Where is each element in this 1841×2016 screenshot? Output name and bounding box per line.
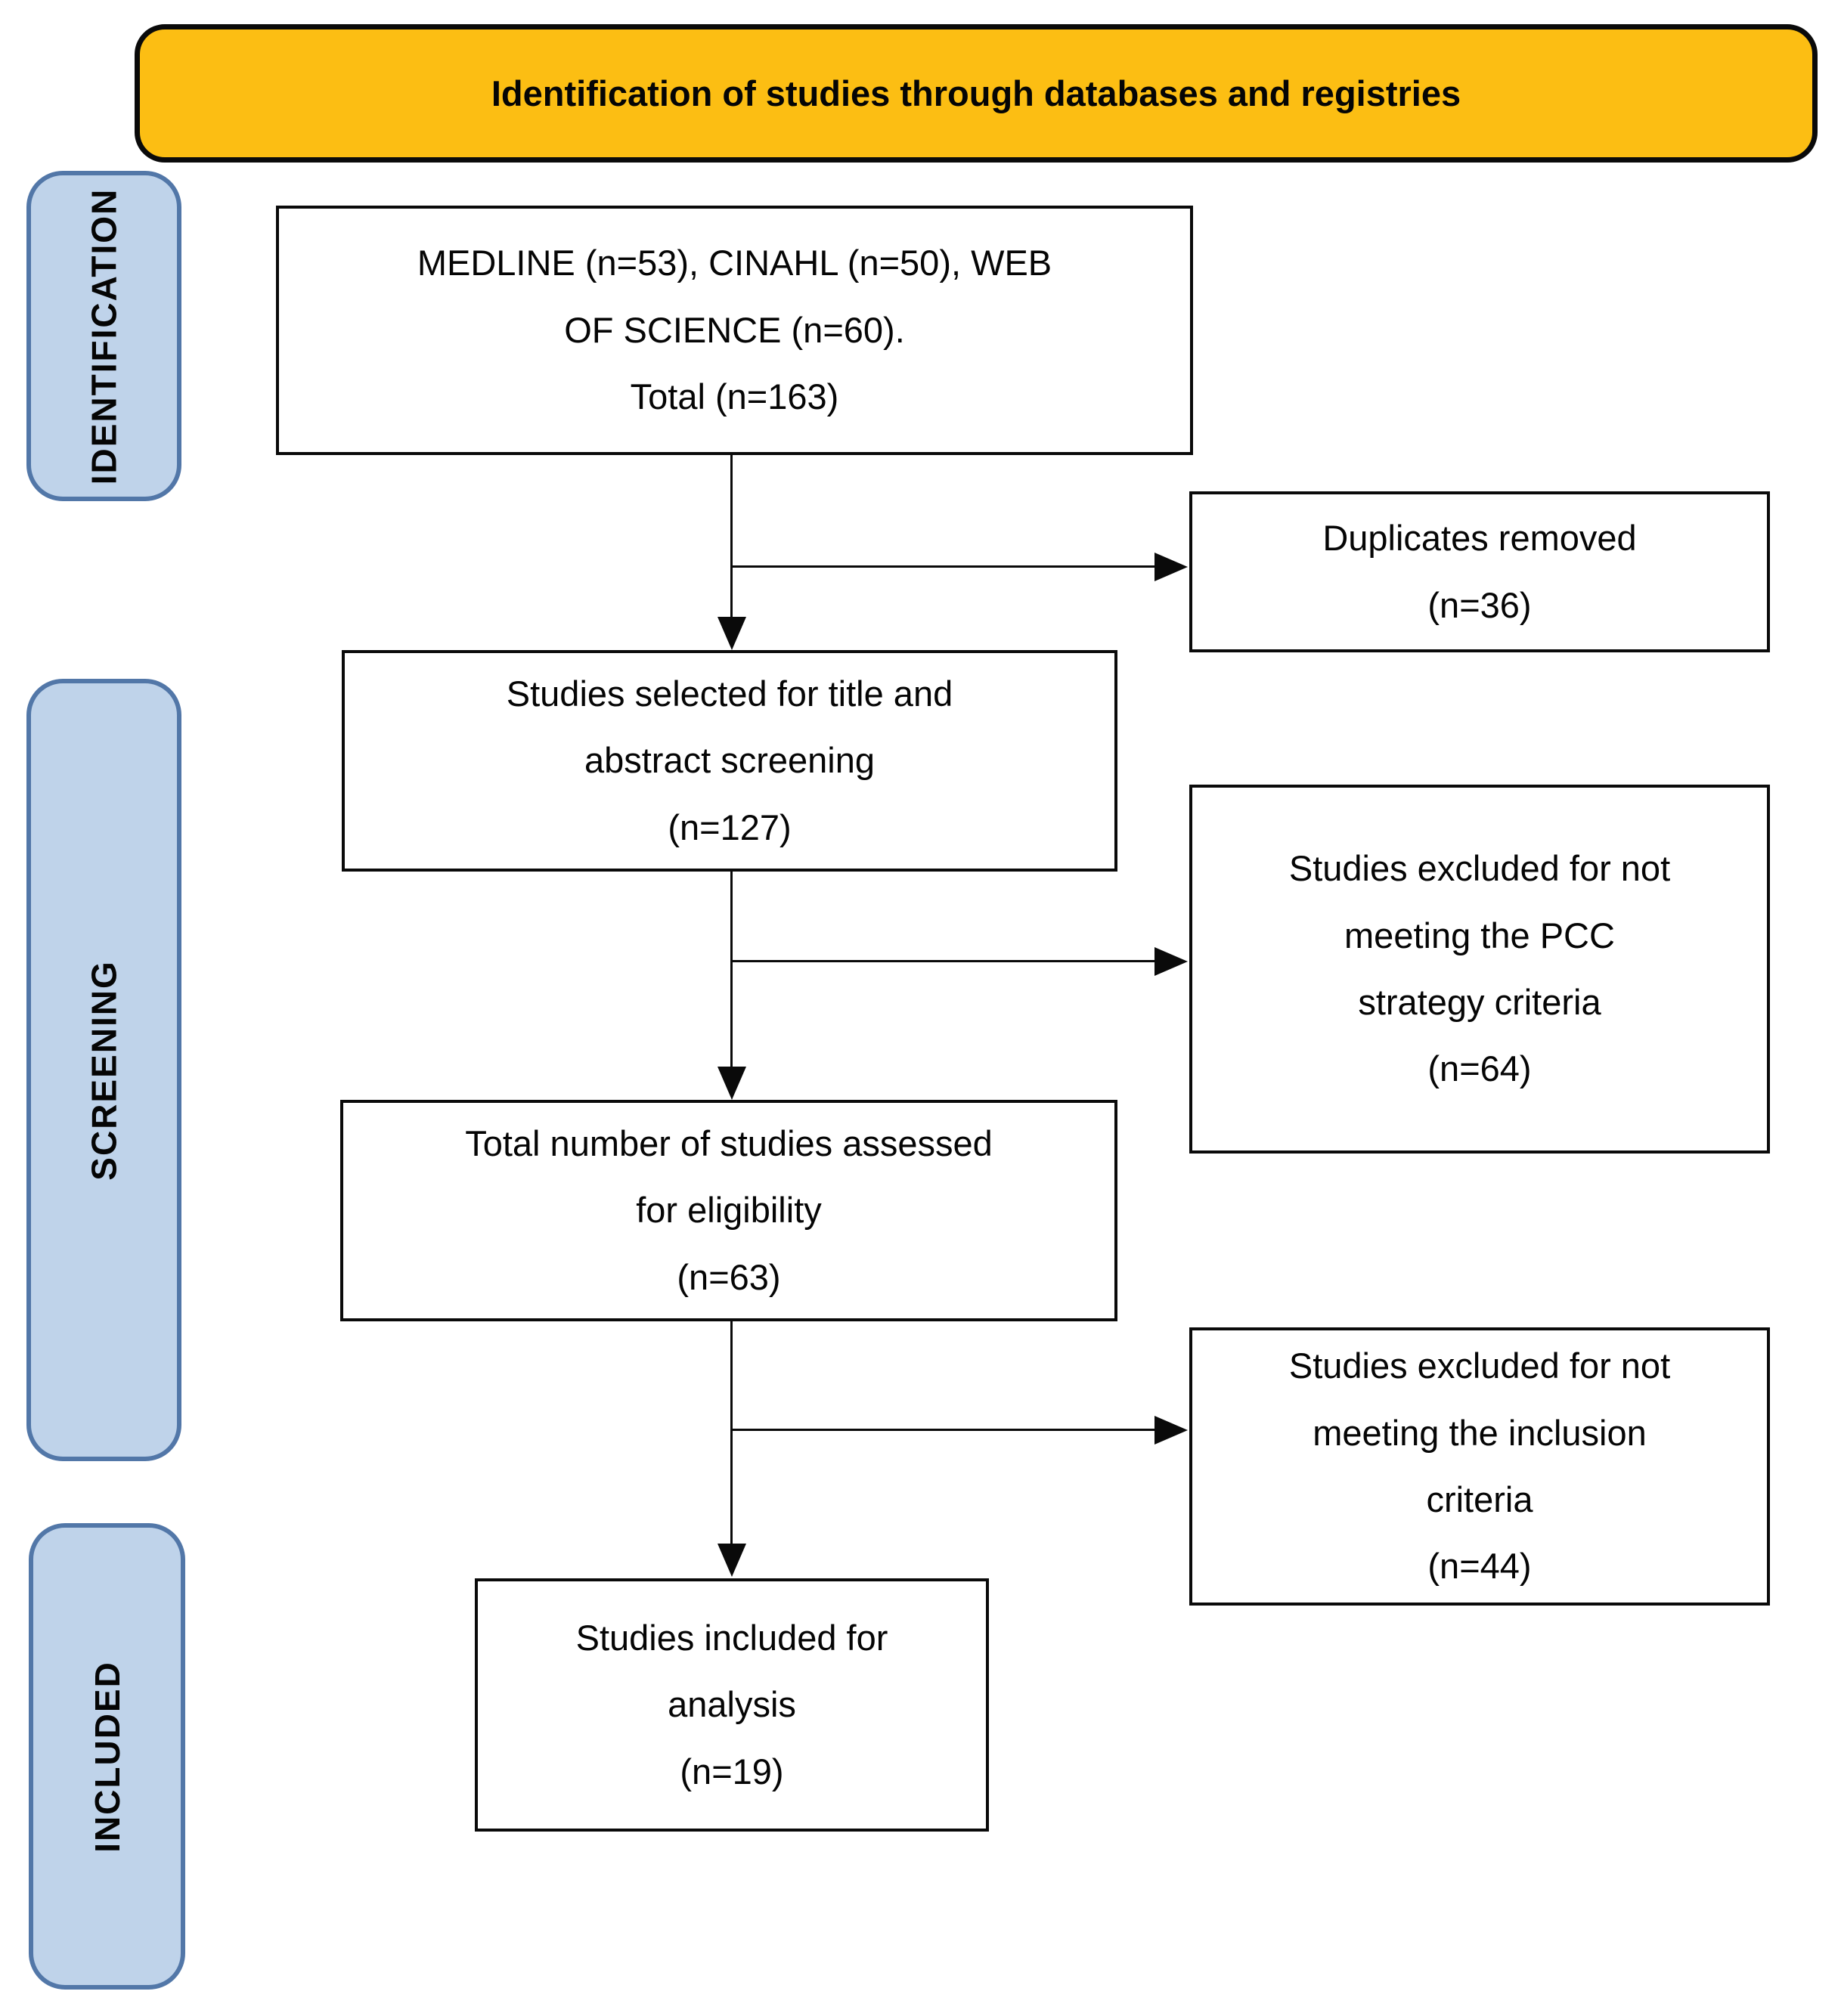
arrowhead-down-3 bbox=[717, 1544, 746, 1577]
stage-pill-included: INCLUDED bbox=[29, 1523, 185, 1990]
box-excluded-pcc: Studies excluded for not meeting the PCC… bbox=[1189, 785, 1770, 1154]
arrowhead-down-2 bbox=[717, 1067, 746, 1100]
box-excluded-inclusion-text: Studies excluded for not meeting the inc… bbox=[1288, 1346, 1671, 1587]
box-included-analysis: Studies included for analysis (n=19) bbox=[475, 1578, 989, 1832]
stage-pill-screening: SCREENING bbox=[26, 679, 181, 1461]
arrowhead-right-3 bbox=[1154, 1416, 1188, 1445]
connector-line-2 bbox=[730, 872, 733, 1068]
title-banner-label: Identification of studies through databa… bbox=[491, 73, 1461, 113]
branch-line-2 bbox=[731, 960, 1156, 962]
title-banner: Identification of studies through databa… bbox=[135, 24, 1818, 163]
box-duplicates-removed-text: Duplicates removed (n=36) bbox=[1322, 518, 1637, 625]
box-databases: MEDLINE (n=53), CINAHL (n=50), WEB OF SC… bbox=[276, 206, 1193, 455]
arrowhead-right-1 bbox=[1154, 553, 1188, 581]
box-title-abstract-screening-text: Studies selected for title and abstract … bbox=[506, 673, 953, 847]
box-databases-text: MEDLINE (n=53), CINAHL (n=50), WEB OF SC… bbox=[417, 243, 1052, 417]
stage-label-screening: SCREENING bbox=[84, 959, 124, 1181]
connector-line-3 bbox=[730, 1321, 733, 1545]
box-duplicates-removed: Duplicates removed (n=36) bbox=[1189, 491, 1770, 652]
stage-pill-identification: IDENTIFICATION bbox=[26, 171, 181, 501]
arrowhead-right-2 bbox=[1154, 947, 1188, 976]
branch-line-3 bbox=[731, 1429, 1156, 1431]
box-excluded-inclusion: Studies excluded for not meeting the inc… bbox=[1189, 1327, 1770, 1606]
stage-label-identification: IDENTIFICATION bbox=[84, 187, 124, 485]
box-assessed-eligibility: Total number of studies assessed for eli… bbox=[340, 1100, 1117, 1321]
connector-line-1 bbox=[730, 455, 733, 618]
stage-label-included: INCLUDED bbox=[87, 1660, 127, 1853]
branch-line-1 bbox=[731, 565, 1156, 568]
box-included-analysis-text: Studies included for analysis (n=19) bbox=[575, 1617, 888, 1791]
box-title-abstract-screening: Studies selected for title and abstract … bbox=[342, 650, 1117, 872]
box-excluded-pcc-text: Studies excluded for not meeting the PCC… bbox=[1288, 848, 1671, 1089]
box-assessed-eligibility-text: Total number of studies assessed for eli… bbox=[465, 1123, 993, 1297]
arrowhead-down-1 bbox=[717, 617, 746, 650]
